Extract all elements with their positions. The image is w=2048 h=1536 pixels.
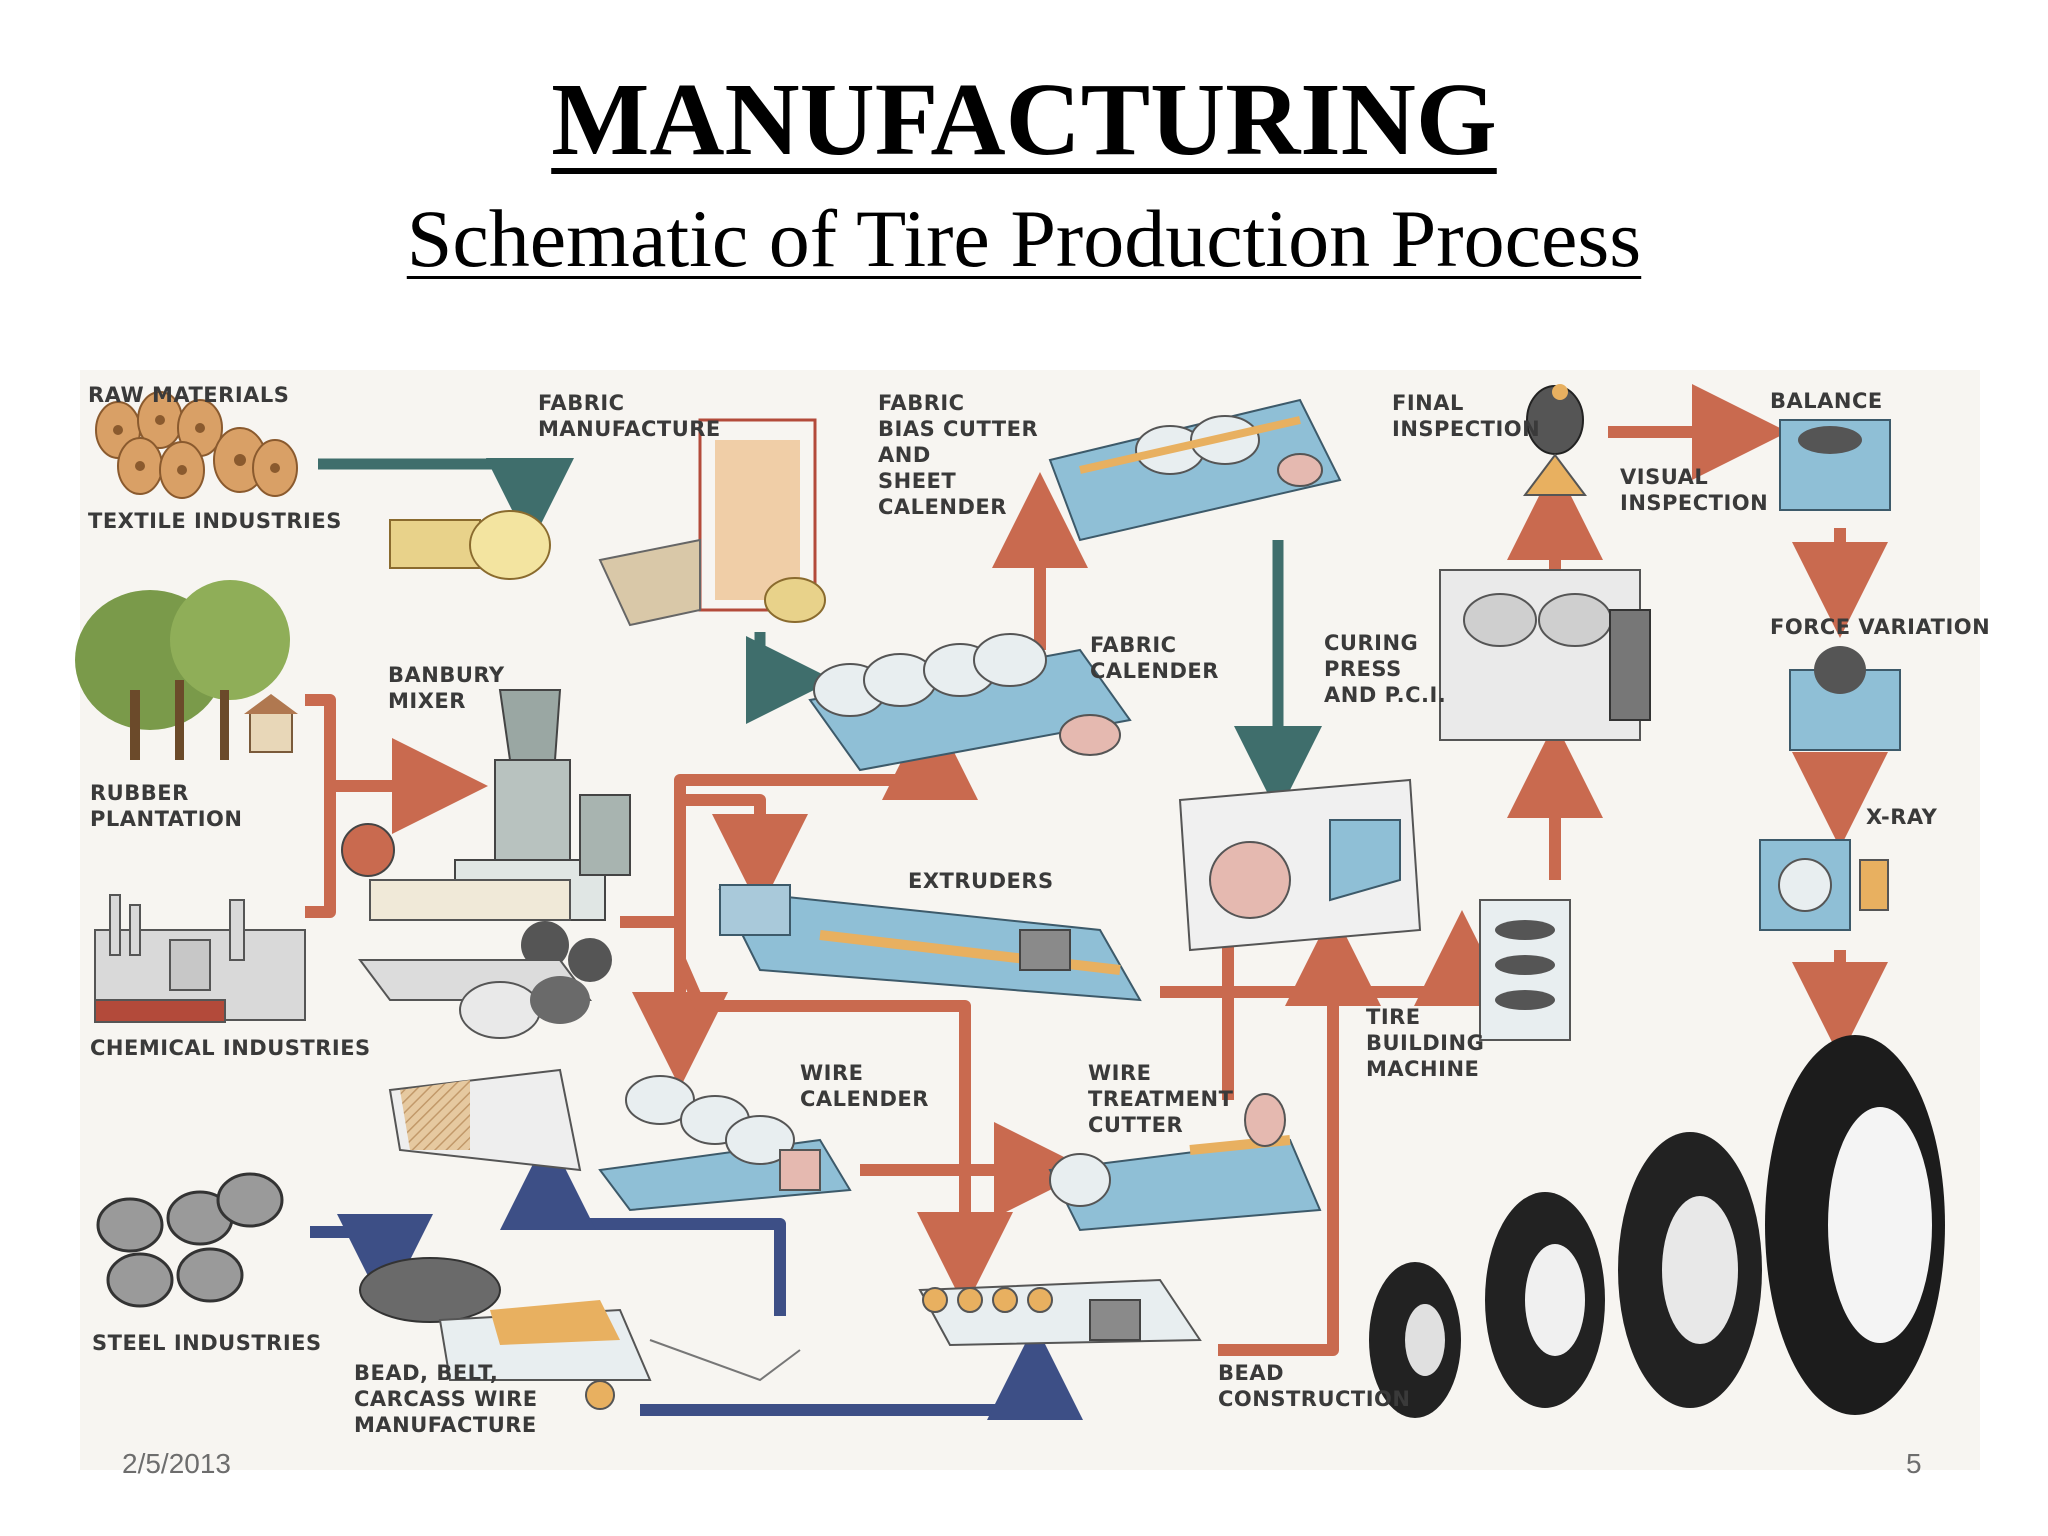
banbury-mixer-illustration xyxy=(341,689,631,1039)
tire-small xyxy=(1369,1262,1461,1418)
label-raw-materials: RAW MATERIALS xyxy=(88,383,289,407)
arrow-bead-to-building xyxy=(1218,910,1381,1356)
wire-calender-illustration xyxy=(388,1068,852,1212)
arrow-steel-to-bead-belt xyxy=(310,1214,433,1310)
arrow-fabric-to-calender xyxy=(746,632,834,724)
label-tire-building-1: TIRE xyxy=(1366,1005,1421,1029)
label-extruders: EXTRUDERS xyxy=(908,869,1054,893)
label-fabric-manufacture-2: MANUFACTURE xyxy=(538,417,721,441)
label-wire-treatment-3: CUTTER xyxy=(1088,1113,1183,1137)
label-rubber-plantation-2: PLANTATION xyxy=(90,807,242,831)
label-balance: BALANCE xyxy=(1770,389,1883,413)
arrow-extruders-to-building xyxy=(1160,910,1510,1006)
label-tire-building-3: MACHINE xyxy=(1366,1057,1479,1081)
fabric-loom-illustration xyxy=(598,418,826,627)
yarn-rolls-illustration xyxy=(389,510,551,580)
wire-treatment-cutter-illustration xyxy=(1048,1093,1322,1232)
arrow-banbury-to-fabric-calender xyxy=(620,704,978,928)
tire-medium xyxy=(1485,1192,1605,1408)
force-variation-machine-illustration xyxy=(1789,646,1901,751)
textile-spools-illustration xyxy=(95,391,298,499)
fabric-calender-illustration xyxy=(808,633,1132,772)
arrow-bead-belt-to-bead xyxy=(640,1324,1083,1420)
label-final-inspection-2: INSPECTION xyxy=(1392,417,1540,441)
slide-title: MANUFACTURING xyxy=(551,62,1497,177)
arrow-chemical-to-banbury xyxy=(305,786,336,918)
label-curing-2: PRESS xyxy=(1324,657,1402,681)
label-wire-treatment-2: TREATMENT xyxy=(1088,1087,1234,1111)
arrow-bead-belt-to-wire-calender xyxy=(500,1134,786,1316)
label-bias-4: SHEET xyxy=(878,469,956,493)
label-fabric-manufacture-1: FABRIC xyxy=(538,391,625,415)
bead-construction-illustration xyxy=(918,1278,1202,1347)
label-bead-belt-1: BEAD, BELT, xyxy=(354,1361,498,1385)
label-curing-3: AND P.C.I. xyxy=(1324,683,1446,707)
label-banbury-2: MIXER xyxy=(388,689,466,713)
label-bias-2: BIAS CUTTER xyxy=(878,417,1038,441)
balance-machine-illustration xyxy=(1779,419,1891,511)
label-visual-inspection-2: INSPECTION xyxy=(1620,491,1768,515)
arrow-banbury-to-extruders xyxy=(680,794,808,910)
arrow-textile-to-fabric xyxy=(318,458,574,546)
slide-page-number: 5 xyxy=(1906,1448,1922,1479)
label-fabric-calender-2: CALENDER xyxy=(1090,659,1219,683)
chemical-plant-illustration xyxy=(94,894,306,1023)
label-wire-calender-2: CALENDER xyxy=(800,1087,929,1111)
tire-truck xyxy=(1765,1035,1945,1415)
xray-machine-illustration xyxy=(1759,839,1889,931)
final-inspection-illustration xyxy=(1523,384,1587,496)
label-visual-inspection-1: VISUAL xyxy=(1620,465,1708,489)
label-rubber-plantation-1: RUBBER xyxy=(90,781,189,805)
slide-date: 2/5/2013 xyxy=(122,1448,231,1479)
finished-tires-illustration xyxy=(1369,1035,1945,1418)
label-textile-industries: TEXTILE INDUSTRIES xyxy=(88,509,342,533)
steel-coils-illustration xyxy=(96,1172,284,1308)
label-bead-belt-2: CARCASS WIRE xyxy=(354,1387,538,1411)
label-bias-3: AND xyxy=(878,443,931,467)
label-fabric-calender-1: FABRIC xyxy=(1090,633,1177,657)
bias-cutter-illustration xyxy=(1048,398,1342,542)
label-wire-treatment-1: WIRE xyxy=(1088,1061,1152,1085)
arrow-banbury-to-bead xyxy=(674,957,1013,1308)
label-bias-5: CALENDER xyxy=(878,495,1007,519)
label-xray: X-RAY xyxy=(1866,805,1938,829)
label-bead-belt-3: MANUFACTURE xyxy=(354,1413,537,1437)
label-banbury-1: BANBURY xyxy=(388,663,505,687)
bead-belt-illustration xyxy=(359,1257,801,1410)
extruders-illustration xyxy=(718,884,1142,1002)
label-bead-construction-1: BEAD xyxy=(1218,1361,1284,1385)
curing-press-illustration xyxy=(1439,569,1651,741)
label-tire-building-2: BUILDING xyxy=(1366,1031,1484,1055)
label-steel-industries: STEEL INDUSTRIES xyxy=(92,1331,322,1355)
rubber-tree-illustration xyxy=(75,580,298,760)
tire-large xyxy=(1618,1132,1762,1408)
label-final-inspection-1: FINAL xyxy=(1392,391,1464,415)
flow-arrows xyxy=(305,384,1888,1420)
tire-building-machine-illustration xyxy=(1178,778,1571,1041)
arrow-rubber-to-banbury xyxy=(305,694,488,834)
label-chemical-industries: CHEMICAL INDUSTRIES xyxy=(90,1036,371,1060)
label-curing-1: CURING xyxy=(1324,631,1418,655)
label-force-variation: FORCE VARIATION xyxy=(1770,615,1990,639)
slide-subtitle: Schematic of Tire Production Process xyxy=(406,193,1642,284)
label-wire-calender-1: WIRE xyxy=(800,1061,864,1085)
label-bias-1: FABRIC xyxy=(878,391,965,415)
label-bead-construction-2: CONSTRUCTION xyxy=(1218,1387,1411,1411)
diagram-labels: RAW MATERIALS TEXTILE INDUSTRIES RUBBER … xyxy=(88,383,1990,1437)
